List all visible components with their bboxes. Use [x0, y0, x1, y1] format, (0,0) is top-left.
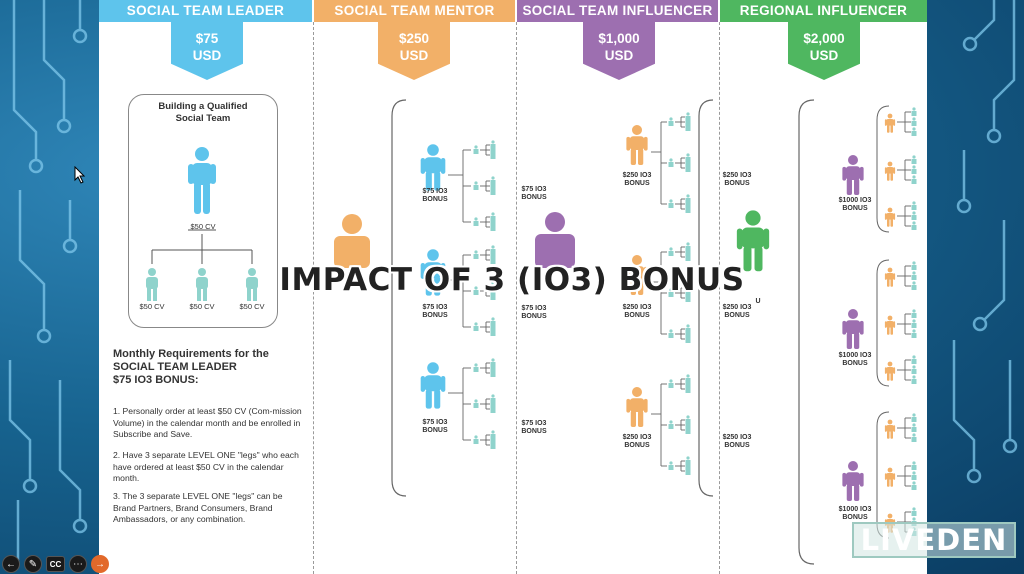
- influencer-leg-person-icon: [626, 125, 648, 165]
- mentor-person-icon: [334, 214, 370, 268]
- column-header: REGIONAL INFLUENCER: [720, 0, 927, 22]
- regional-sub-person-icon: [884, 113, 896, 133]
- overlay-title: IMPACT OF 3 (IO3) BONUS: [279, 262, 745, 298]
- requirements-title-line1: Monthly Requirements for the: [113, 348, 269, 360]
- circuit-decoration-left: [8, 0, 88, 560]
- column-social-team-influencer: SOCIAL TEAM INFLUENCER $1,000 USD $250 I…: [517, 0, 751, 574]
- regional-sub-person-icon: [884, 419, 896, 439]
- column-social-team-leader: SOCIAL TEAM LEADER $75 USD Building a Qu…: [99, 0, 312, 574]
- column-divider: [516, 22, 517, 574]
- watermark-text: LIVEDEN: [860, 523, 1008, 557]
- back-arrow-icon[interactable]: ←: [2, 555, 20, 573]
- leg-cv-label: $50 CV: [189, 302, 215, 311]
- regional-sub-person-icon: [884, 207, 896, 227]
- bonus-amount: $75: [195, 31, 219, 46]
- leg-person-icon: [196, 268, 208, 301]
- circuit-decoration-right: [952, 0, 1018, 484]
- watermark-logo: LIVEDEN: [852, 522, 1016, 558]
- column-header: SOCIAL TEAM INFLUENCER: [517, 0, 718, 22]
- regional-sub-person-icon: [884, 315, 896, 335]
- influencer-tree-diagram: [535, 99, 714, 497]
- bonus-currency: USD: [399, 48, 429, 63]
- bonus-amount: $2,000: [803, 31, 845, 46]
- cc-button[interactable]: CC: [46, 556, 65, 572]
- team-box-title: Building a Qualified Social Team: [129, 101, 277, 125]
- regional-leg-person-icon: [842, 461, 864, 501]
- regional-sub-person-icon: [884, 161, 896, 181]
- column-divider: [719, 22, 720, 574]
- regional-sub-person-icon: [884, 467, 896, 487]
- pen-icon[interactable]: ✎: [24, 555, 42, 573]
- column-header: SOCIAL TEAM LEADER: [99, 0, 312, 22]
- requirements-title: Monthly Requirements for the SOCIAL TEAM…: [113, 348, 303, 387]
- regional-leg-person-icon: [842, 155, 864, 195]
- leg-person-icon: [246, 268, 258, 301]
- column-divider: [313, 22, 314, 574]
- influencer-person-icon: [535, 212, 575, 268]
- qualified-team-box: Building a Qualified Social Team: [128, 94, 278, 328]
- forward-arrow-icon[interactable]: →: [91, 555, 109, 573]
- team-tree-diagram: [146, 147, 258, 301]
- influencer-leg-person-icon: [626, 255, 648, 295]
- requirement-item-3: 3. The 3 separate LEVEL ONE "legs" can b…: [113, 491, 283, 524]
- mouse-cursor-icon: [74, 166, 86, 184]
- regional-sub-person-icon: [884, 361, 896, 381]
- mentor-leg-person-icon: [420, 249, 446, 296]
- slide: SOCIAL TEAM LEADER $75 USD Building a Qu…: [99, 0, 927, 574]
- mentor-leg-person-icon: [420, 362, 446, 409]
- more-dots-icon[interactable]: ⋯: [69, 555, 87, 573]
- mentor-leg-person-icon: [420, 144, 446, 191]
- regional-person-icon: [736, 210, 770, 272]
- team-box-title-line2: Social Team: [175, 113, 231, 124]
- requirements-title-line3: $75 IO3 BONUS:: [113, 374, 199, 386]
- column-header: SOCIAL TEAM MENTOR: [314, 0, 515, 22]
- regional-leg-person-icon: [842, 309, 864, 349]
- bonus-currency: USD: [809, 48, 839, 63]
- bonus-amount: $250: [398, 31, 430, 46]
- leader-cv-label: $50 CV: [190, 222, 216, 231]
- leg-cv-label: $50 CV: [139, 302, 165, 311]
- bonus-trees-diagram: [420, 99, 917, 565]
- requirement-item-1: 1. Personally order at least $50 CV (Com…: [113, 406, 302, 439]
- leg-person-icon: [146, 268, 158, 301]
- leader-person-icon: [188, 147, 216, 214]
- requirement-item-2: 2. Have 3 separate LEVEL ONE "legs" who …: [113, 450, 299, 483]
- leg-cv-label: $50 CV: [239, 302, 265, 311]
- team-box-title-line1: Building a Qualified: [158, 101, 248, 112]
- bonus-currency: USD: [604, 48, 634, 63]
- column-regional-influencer: REGIONAL INFLUENCER $2,000 USD: [720, 0, 927, 574]
- influencer-leg-person-icon: [626, 387, 648, 427]
- requirements-title-line2: SOCIAL TEAM LEADER: [113, 361, 237, 373]
- regional-sub-person-icon: [884, 267, 896, 287]
- bonus-currency: USD: [192, 48, 222, 63]
- bonus-amount: $1,000: [598, 31, 640, 46]
- mentor-tree-diagram: [334, 99, 407, 497]
- regional-partial-label: U: [755, 298, 761, 305]
- slide-toolbar: ← ✎ CC ⋯ →: [0, 554, 132, 574]
